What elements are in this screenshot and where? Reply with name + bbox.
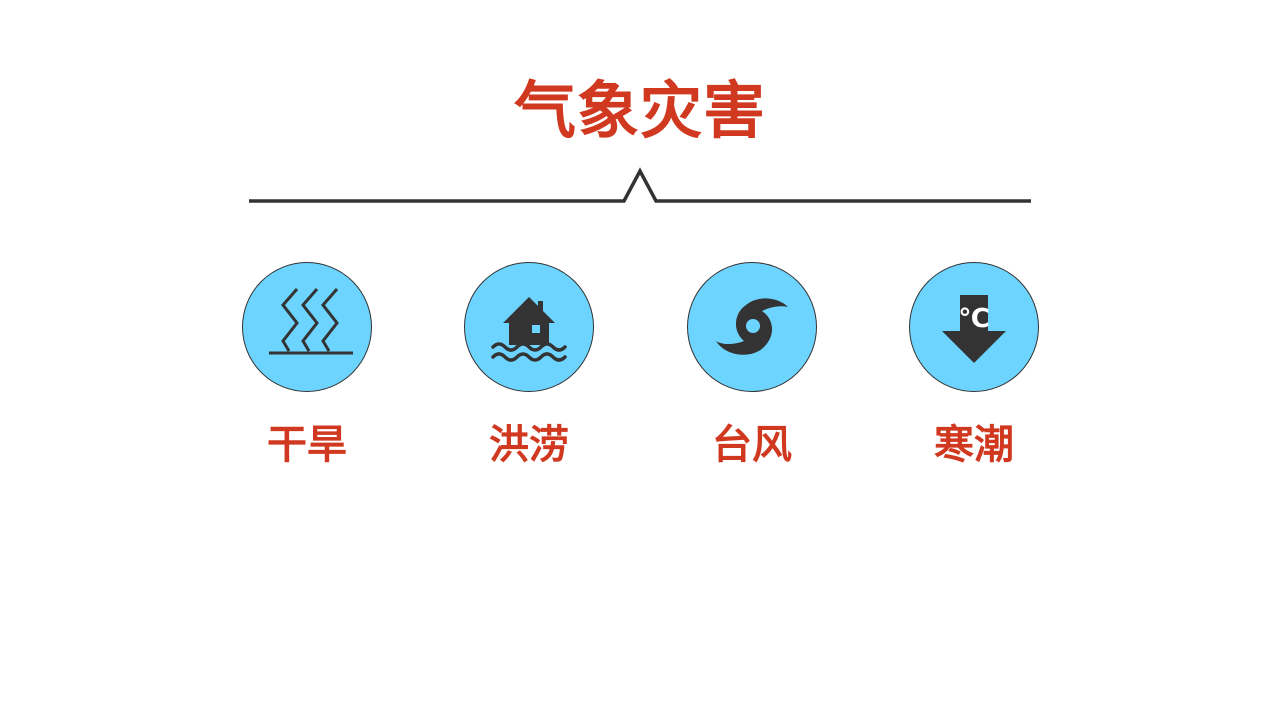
cold-wave-label: 寒潮 [934,422,1014,468]
heat-waves-icon [269,288,353,355]
celsius-symbol: ℃ [958,304,989,334]
flood-label: 洪涝 [489,422,569,468]
drought-icon-circle [242,262,372,392]
disaster-item-typhoon: 台风 [687,262,817,468]
slide-title: 气象灾害 [513,74,766,147]
disaster-item-flood: 洪涝 [464,262,594,468]
typhoon-icon [716,298,788,355]
typhoon-label: 台风 [712,422,792,468]
cold-wave-icon-circle: ℃ [909,262,1039,392]
flooded-house-icon [491,297,567,362]
title-divider [249,167,1031,203]
typhoon-icon-circle [687,262,817,392]
flood-icon-circle [464,262,594,392]
disaster-item-cold-wave: ℃ 寒潮 [909,262,1039,468]
drought-label: 干旱 [267,422,347,468]
disaster-item-drought: 干旱 [242,262,372,468]
temperature-drop-icon: ℃ [942,295,1006,363]
